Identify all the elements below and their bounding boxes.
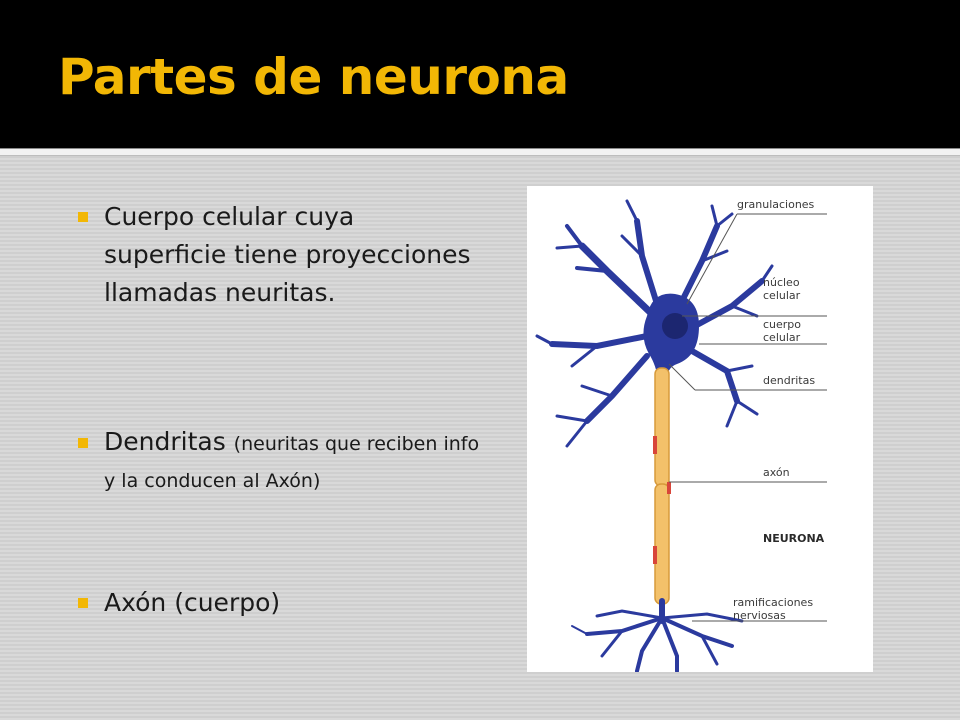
label-axon: axón	[763, 466, 790, 479]
neuron-diagram: granulaciones núcleo celular cuerpo celu…	[527, 186, 873, 672]
bullet-square-icon	[78, 598, 88, 608]
cell-body	[643, 293, 699, 386]
label-granulaciones: granulaciones	[737, 198, 815, 211]
bullet-text: Cuerpo celular cuya superficie tiene pro…	[104, 202, 471, 307]
axon-node	[667, 482, 671, 494]
axon-terminals	[571, 598, 744, 672]
label-ramificaciones-line2: nerviosas	[733, 609, 786, 622]
bullet-square-icon	[78, 438, 88, 448]
diagram-labels: granulaciones núcleo celular cuerpo celu…	[733, 198, 825, 622]
axon-node	[653, 436, 657, 454]
bullet-axon: Axón (cuerpo)	[78, 584, 484, 622]
dendrite-branches	[535, 199, 774, 448]
title-bar	[0, 0, 960, 148]
leader-lines	[668, 213, 827, 622]
label-ramificaciones-line1: ramificaciones	[733, 596, 813, 609]
neuron-illustration: granulaciones núcleo celular cuerpo celu…	[535, 198, 827, 672]
label-dendritas: dendritas	[763, 374, 815, 387]
bullet-detail-text: (neuritas que reciben info y la conducen…	[104, 433, 480, 492]
bullet-cuerpo-celular: Cuerpo celular cuya superficie tiene pro…	[78, 198, 484, 312]
slide-title: Partes de neurona	[58, 48, 569, 106]
label-neurona: NEURONA	[763, 532, 825, 545]
bullet-main-text: Dendritas	[104, 427, 226, 456]
label-cuerpo-line1: cuerpo	[763, 318, 801, 331]
label-nucleo-line2: celular	[763, 289, 801, 302]
bullet-text: Axón (cuerpo)	[104, 588, 281, 617]
title-divider	[0, 148, 960, 156]
bullet-square-icon	[78, 212, 88, 222]
label-nucleo-line1: núcleo	[763, 276, 800, 289]
bullet-dendritas: Dendritas (neuritas que reciben info y l…	[78, 424, 484, 498]
label-cuerpo-line2: celular	[763, 331, 801, 344]
axon	[653, 367, 671, 605]
axon-node	[653, 546, 657, 564]
nucleus	[662, 313, 688, 339]
